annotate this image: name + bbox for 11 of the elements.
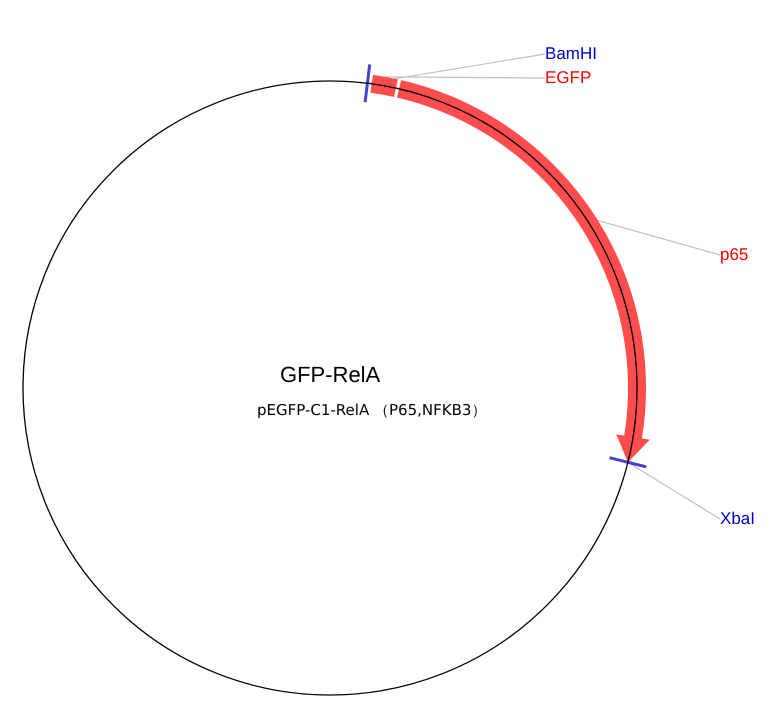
leader-line <box>598 220 720 256</box>
leader-line <box>385 76 545 79</box>
feature-label: p65 <box>720 245 748 265</box>
plasmid-title: GFP-RelA <box>280 362 380 388</box>
feature-label: XbaI <box>720 509 755 529</box>
feature-label: EGFP <box>545 68 592 88</box>
plasmid-name: pEGFP-C1-RelA （P65,NFKB3） <box>257 401 486 420</box>
restriction-site-mark <box>609 456 647 468</box>
feature-segment <box>370 74 398 97</box>
feature-label: BamHI <box>545 44 597 64</box>
restriction-site-mark <box>364 64 372 102</box>
